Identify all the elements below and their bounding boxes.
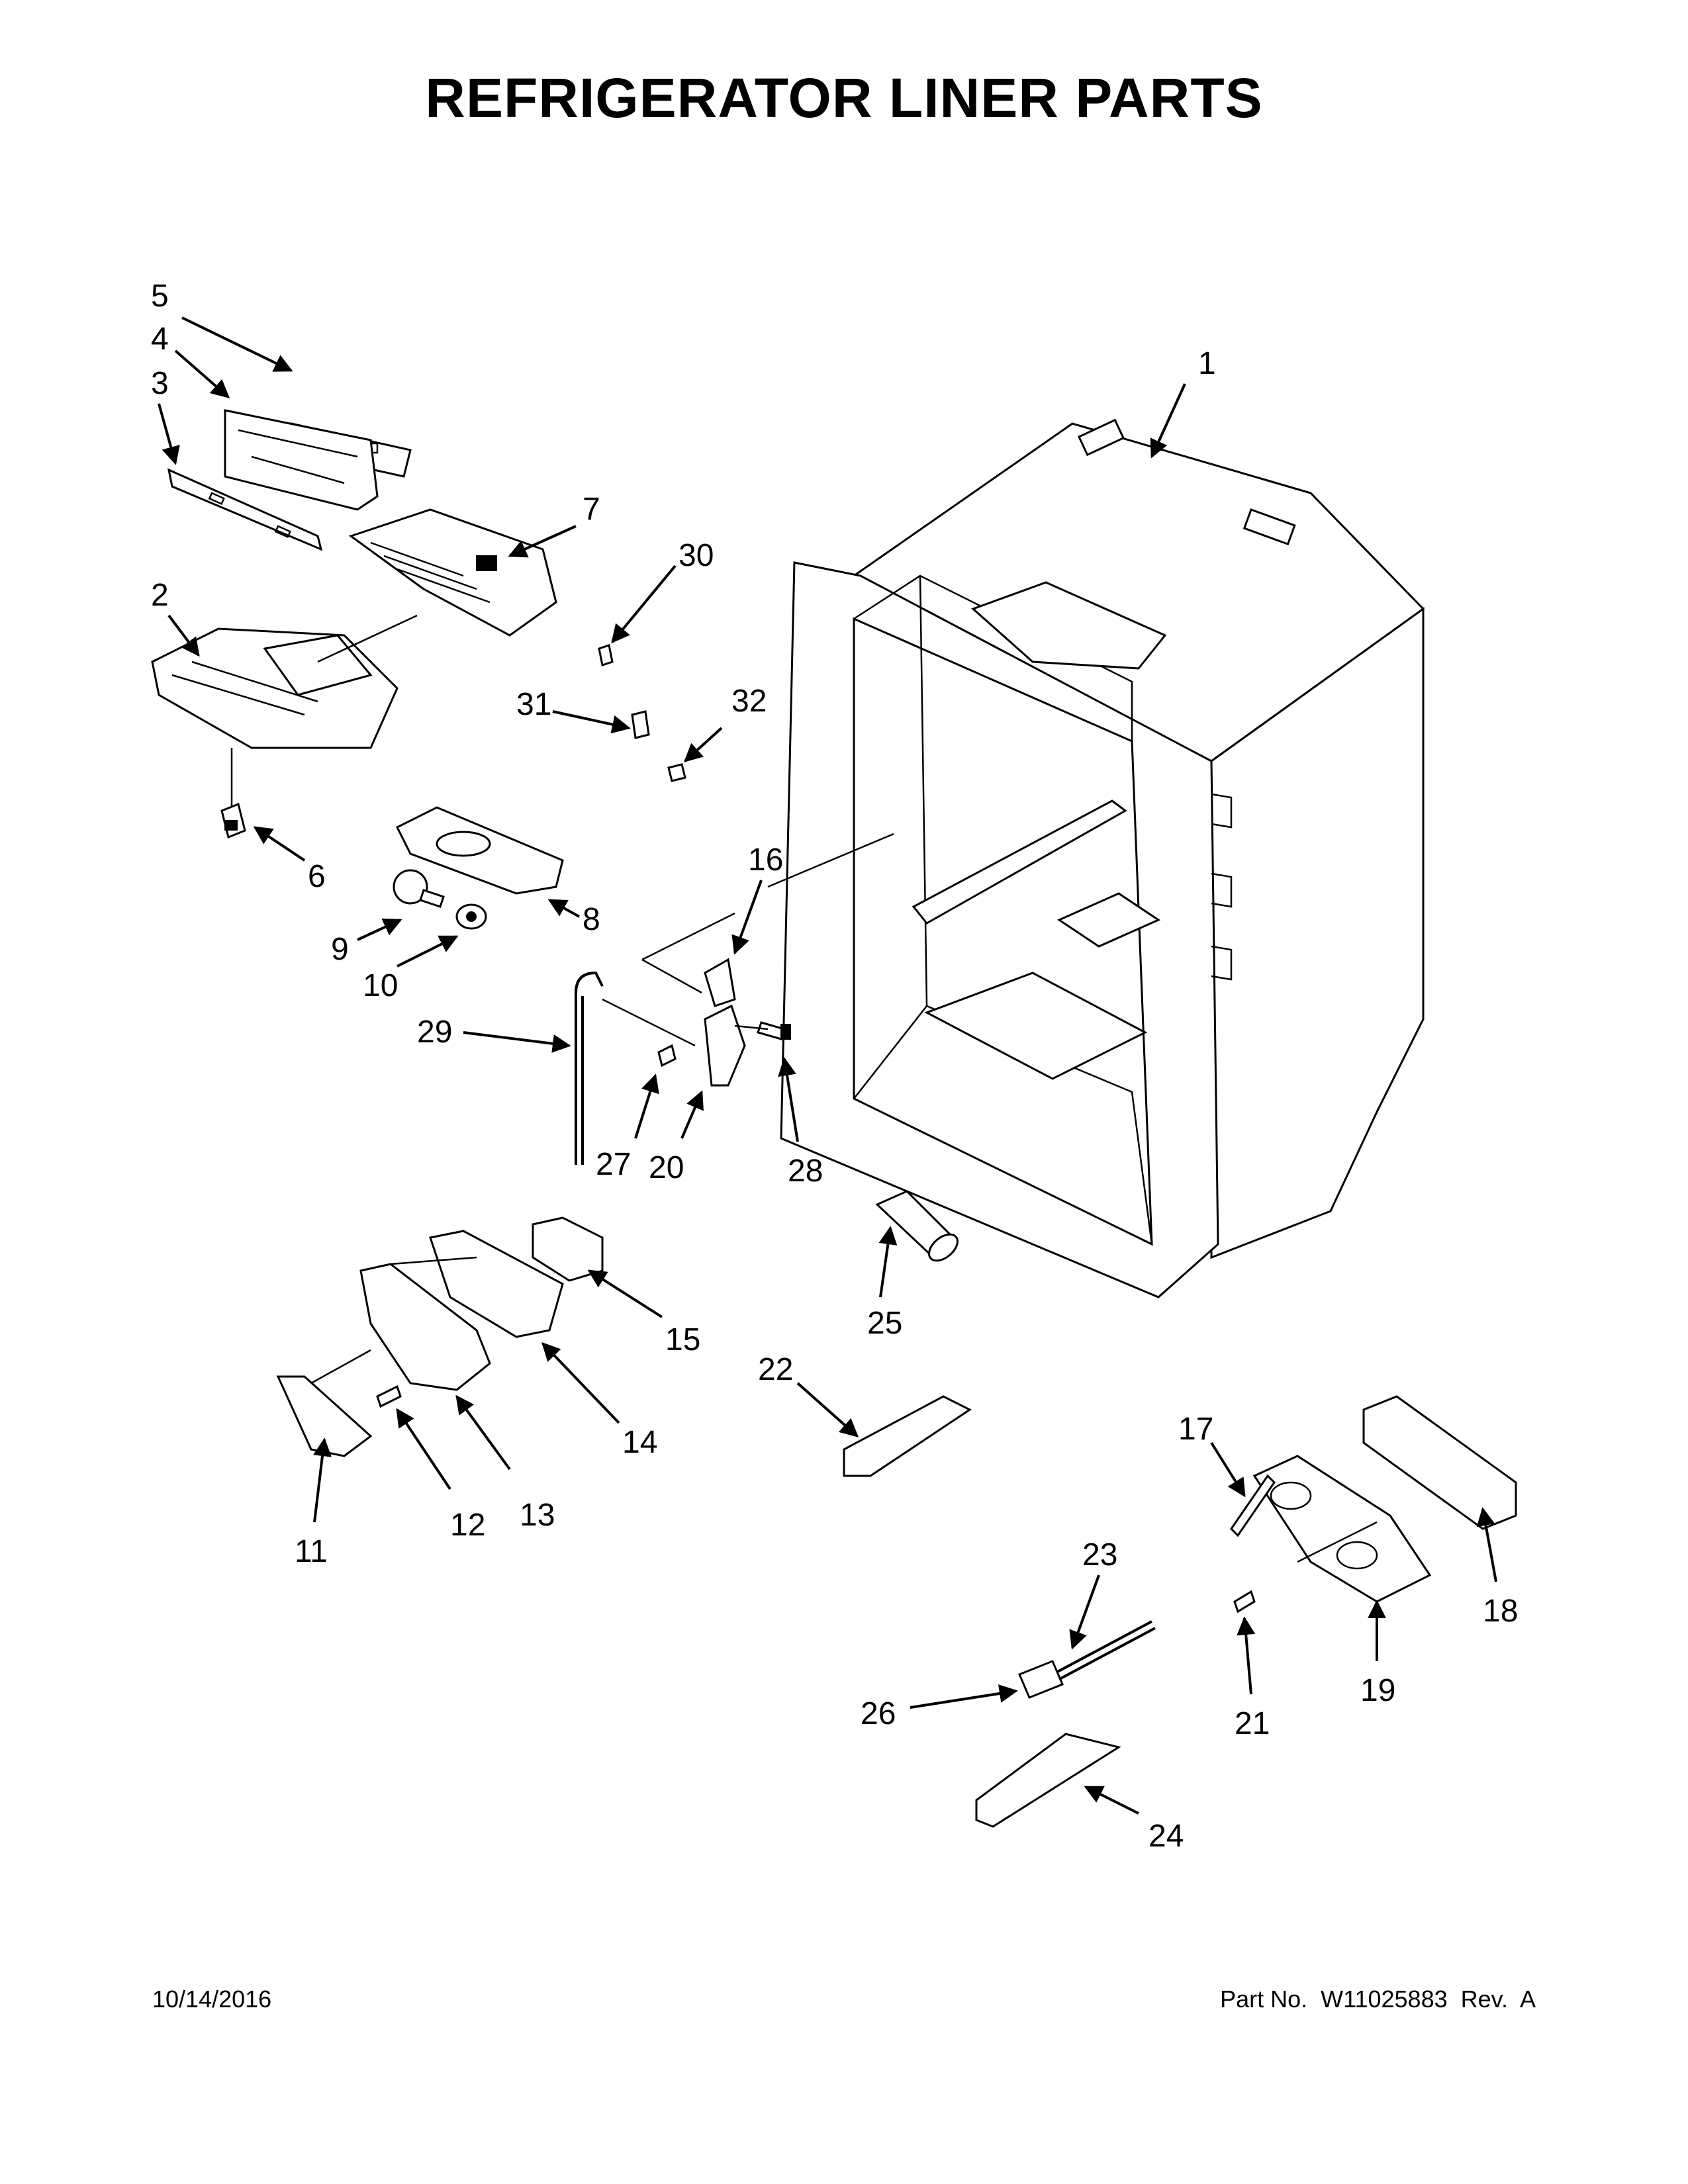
screw-part-12 [376, 1385, 402, 1408]
callout-6: 6 [308, 859, 326, 894]
callout-20: 20 [649, 1150, 684, 1185]
callout-4: 4 [151, 322, 169, 357]
callout-24: 24 [1149, 1819, 1184, 1854]
callout-18: 18 [1483, 1594, 1518, 1629]
housing-part-20 [704, 1004, 746, 1087]
bulb-part-9 [393, 869, 445, 908]
callout-labels: 1 2 3 4 5 6 7 8 9 10 11 12 13 14 15 16 1… [151, 279, 1518, 1854]
footer-date: 10/14/2016 [152, 1985, 272, 2013]
callout-15: 15 [665, 1322, 700, 1357]
connecting-lines [230, 614, 1378, 1563]
callout-25: 25 [867, 1306, 902, 1341]
heater-part-23 [1052, 1620, 1156, 1682]
tube-part-29 [575, 971, 604, 1165]
callout-1: 1 [1198, 346, 1216, 381]
callout-10: 10 [363, 968, 398, 1003]
callout-13: 13 [520, 1498, 555, 1533]
screw-part-21 [1233, 1590, 1256, 1614]
light-housing-part-8 [395, 806, 564, 895]
screw-part-17 [1230, 1474, 1276, 1537]
callout-16: 16 [748, 842, 783, 878]
clip-part-30 [598, 644, 614, 666]
bezel-part-13 [359, 1263, 491, 1391]
callout-19: 19 [1360, 1673, 1395, 1708]
callout-12: 12 [450, 1508, 485, 1543]
cover-part-7 [348, 508, 557, 637]
tray-part-2 [151, 627, 399, 749]
callout-3: 3 [151, 366, 169, 401]
liner-part-1 [780, 418, 1425, 1298]
seal-part-16 [704, 958, 736, 1007]
bracket-part-31 [631, 710, 650, 739]
fan-assembly-part-19 [1252, 1455, 1432, 1603]
switch-part-6 [220, 802, 246, 839]
callout-5: 5 [151, 279, 169, 314]
handle-part-11 [276, 1375, 373, 1457]
callout-29: 29 [417, 1015, 452, 1050]
clip-part-27 [657, 1044, 677, 1068]
bracket-part-22 [843, 1395, 972, 1477]
connector-part-26 [1018, 1660, 1064, 1699]
trim-part-3 [167, 468, 323, 551]
callout-7: 7 [583, 492, 600, 527]
bracket-part-14 [429, 1230, 564, 1338]
socket-part-10 [455, 903, 487, 930]
damper-part-18 [1362, 1395, 1517, 1530]
page-title: REFRIGERATOR LINER PARTS [425, 67, 1263, 129]
clip-part-32 [667, 763, 686, 782]
callout-9: 9 [331, 932, 349, 967]
callout-21: 21 [1235, 1706, 1270, 1741]
callout-14: 14 [622, 1425, 657, 1460]
callout-27: 27 [596, 1147, 631, 1182]
callout-11: 11 [295, 1534, 328, 1569]
callout-arrows [158, 316, 1497, 1815]
filter-part-25 [875, 1190, 959, 1262]
callout-32: 32 [731, 684, 767, 719]
callout-28: 28 [788, 1154, 823, 1189]
callout-17: 17 [1178, 1412, 1213, 1447]
drain-part-24 [975, 1733, 1121, 1828]
callout-26: 26 [861, 1696, 896, 1731]
callout-31: 31 [516, 687, 551, 722]
callout-23: 23 [1082, 1537, 1117, 1572]
callout-8: 8 [583, 902, 600, 937]
housing-part-4 [224, 409, 379, 511]
screw-part-28 [757, 1021, 791, 1040]
footer-part-number: Part No. W11025883 Rev. A [1220, 1985, 1536, 2013]
callout-30: 30 [679, 538, 714, 573]
callout-2: 2 [151, 578, 169, 613]
callout-22: 22 [758, 1352, 793, 1387]
